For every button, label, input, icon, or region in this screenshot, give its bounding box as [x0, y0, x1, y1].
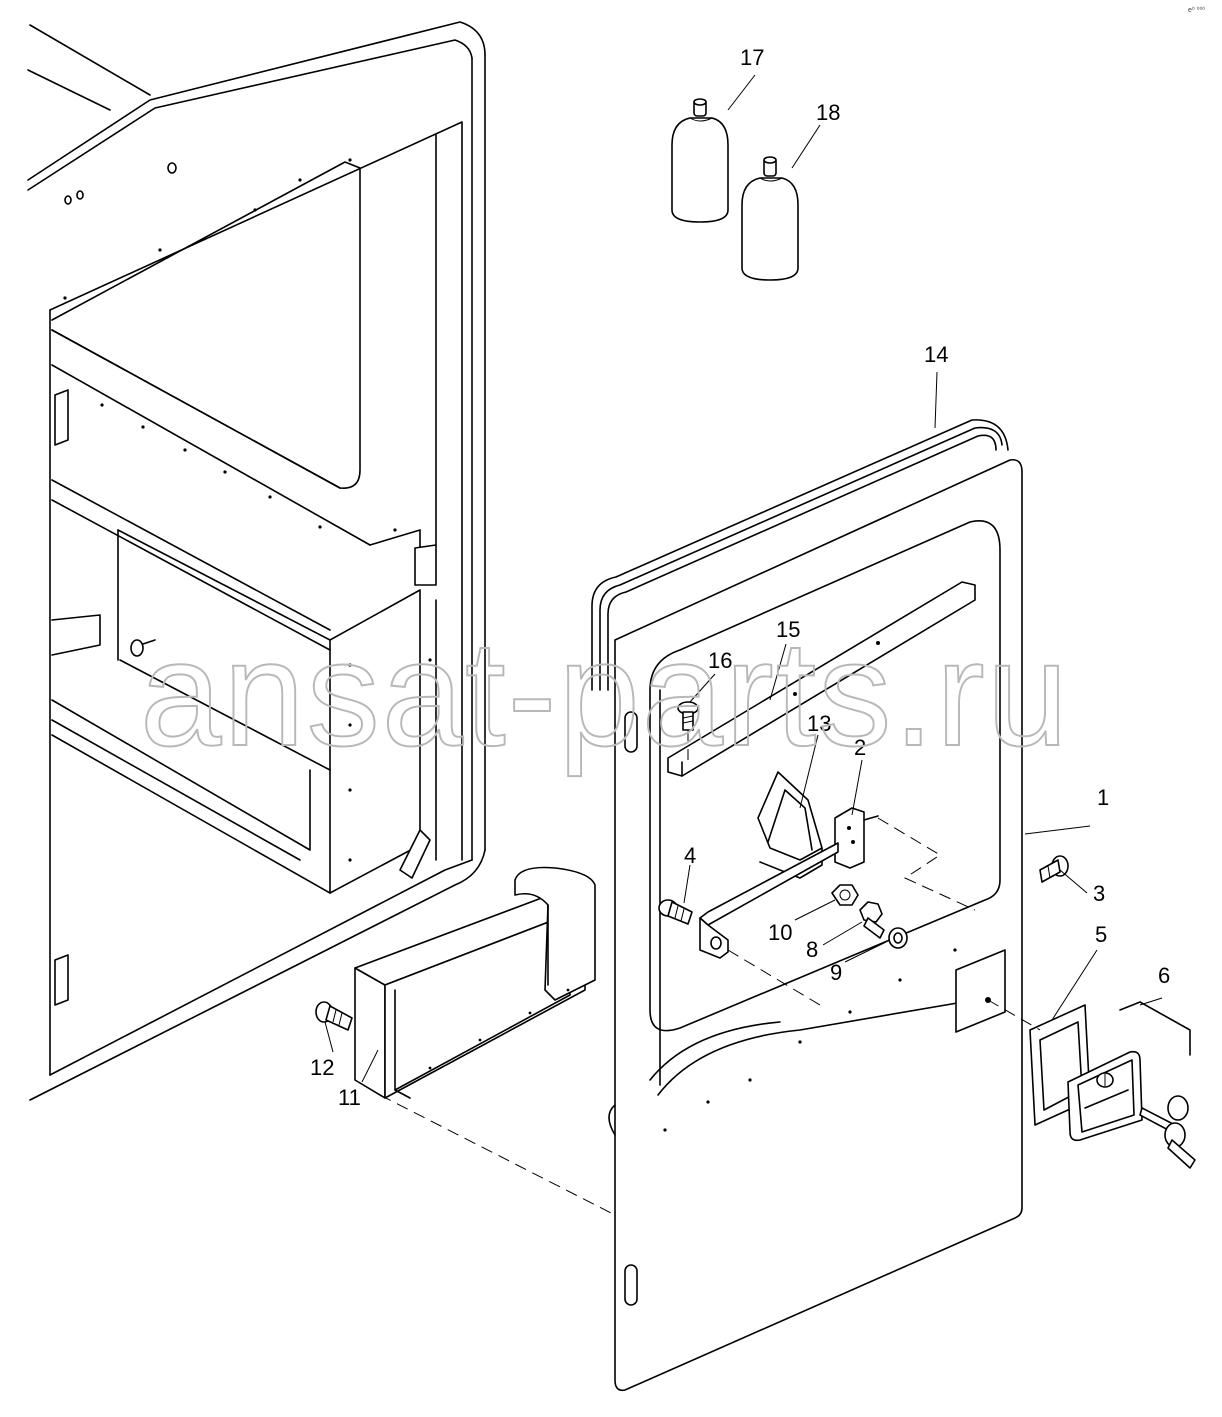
- screw-3: [1039, 855, 1069, 883]
- screw-4: [658, 899, 693, 925]
- washer-9: [888, 927, 908, 949]
- support-strip-15: [667, 581, 976, 777]
- cabinet-housing: [27, 21, 486, 1101]
- callout-2: 2: [854, 735, 866, 760]
- callout-1: 1: [1097, 785, 1109, 810]
- door-panel: [608, 458, 1023, 1392]
- callout-12: 12: [310, 1055, 334, 1080]
- spray-bottle-18: [741, 156, 799, 281]
- callout-14: 14: [924, 342, 948, 367]
- callout-9: 9: [830, 960, 842, 985]
- callouts: 1 2 3 4 5 6 8 9 10 11 12 13 14 15 16 17 …: [310, 45, 1170, 1110]
- keys-6: [1119, 1001, 1196, 1169]
- screw-12: [315, 1001, 353, 1031]
- callout-17: 17: [740, 45, 764, 70]
- tray-11: [354, 866, 596, 1099]
- nut-10: [831, 884, 859, 906]
- spray-bottle-17: [671, 98, 729, 223]
- corner-code: e⁰ ⁰⁰⁰: [1188, 6, 1205, 14]
- assembly-lines: [379, 817, 1041, 1216]
- callout-10: 10: [768, 920, 792, 945]
- watermark-text: ansat-parts.ru: [140, 609, 1070, 777]
- screw-16: [677, 701, 699, 760]
- callout-8: 8: [806, 937, 818, 962]
- bracket-2: [699, 807, 879, 959]
- callout-6: 6: [1158, 963, 1170, 988]
- callout-4: 4: [684, 843, 696, 868]
- callout-5: 5: [1095, 922, 1107, 947]
- bolt-8: [859, 901, 885, 939]
- door-seal-14: [591, 419, 1009, 691]
- callout-11: 11: [338, 1085, 361, 1110]
- callout-15: 15: [776, 617, 800, 642]
- callout-18: 18: [816, 100, 840, 125]
- callout-16: 16: [708, 648, 732, 673]
- callout-3: 3: [1093, 881, 1105, 906]
- callout-13: 13: [807, 711, 831, 736]
- lock-handle-5: [1067, 1050, 1143, 1142]
